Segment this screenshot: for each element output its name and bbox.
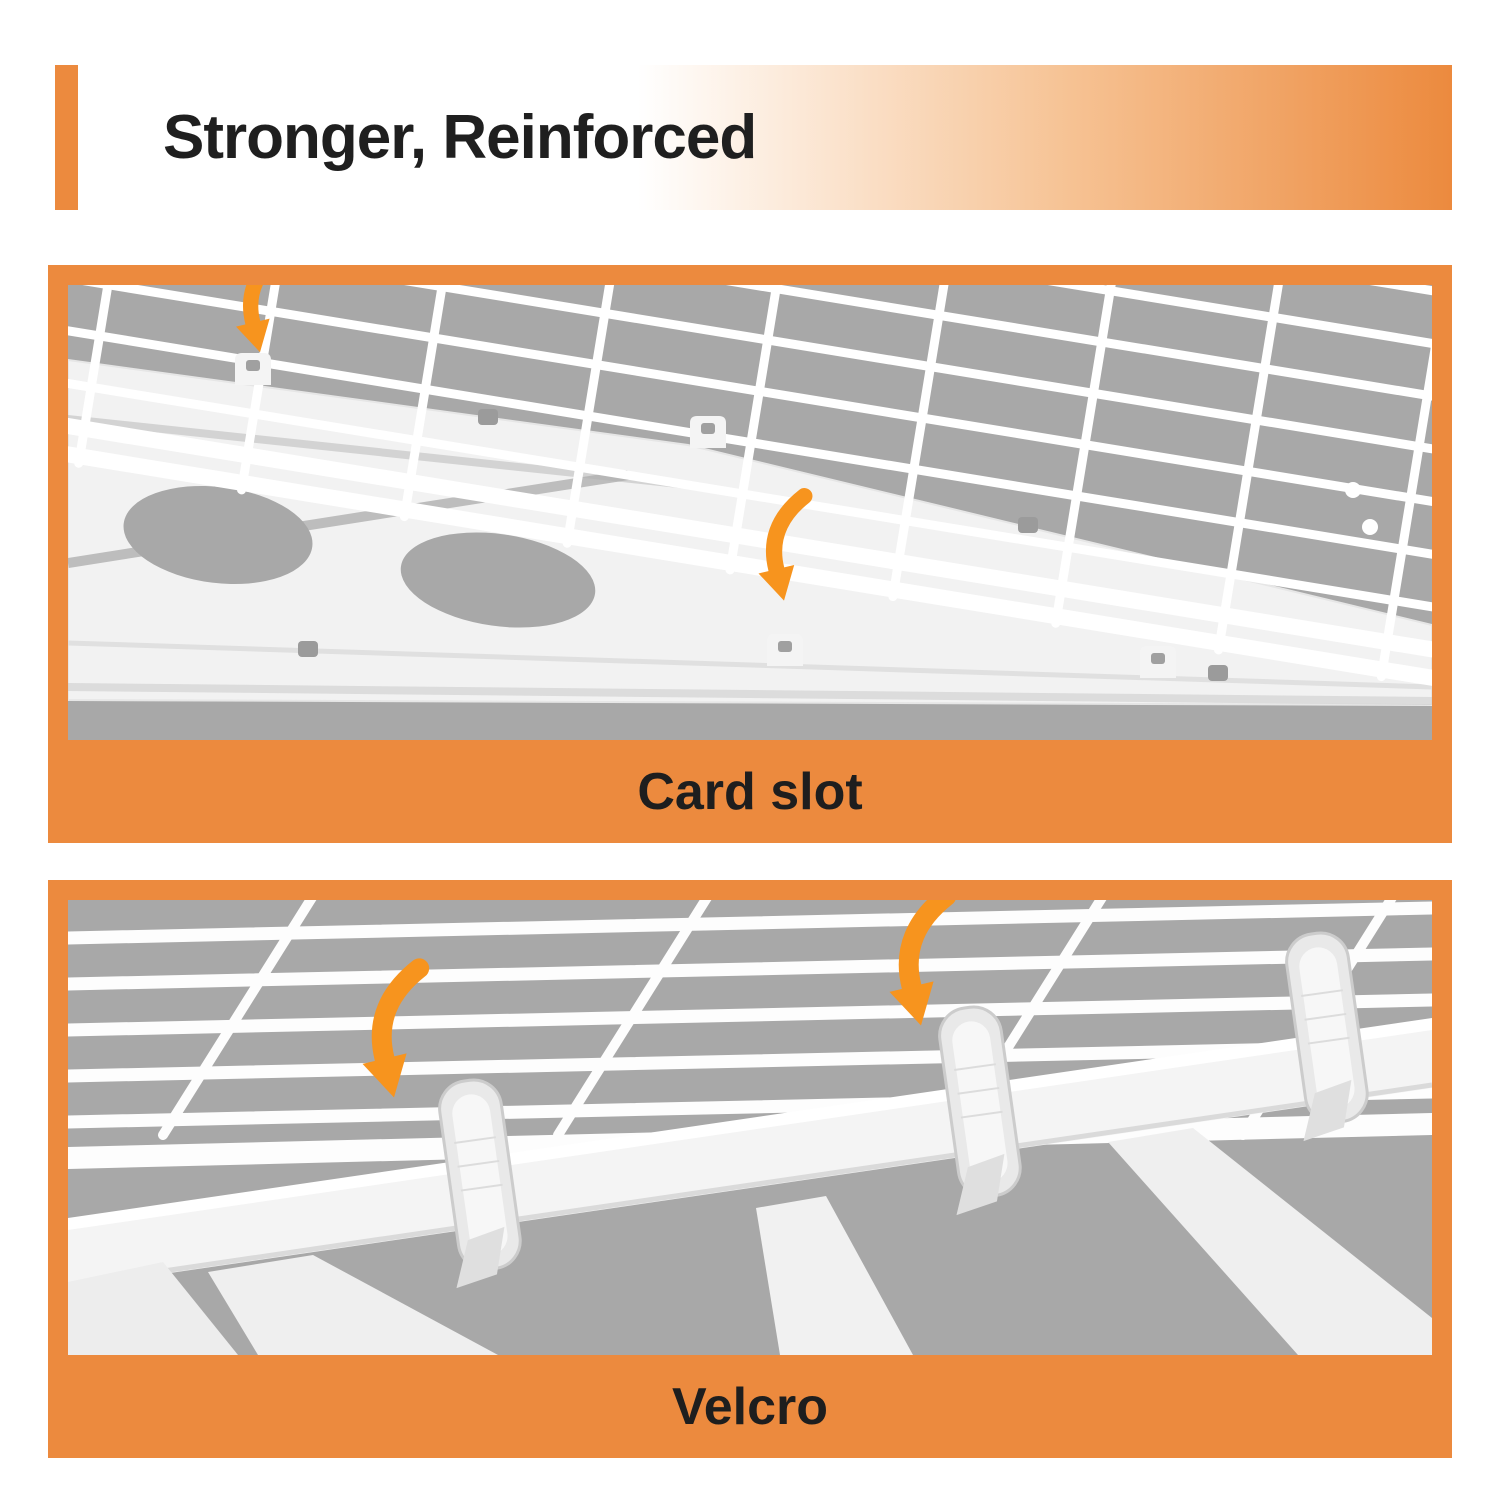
panel-caption-velcro: Velcro bbox=[671, 1377, 829, 1436]
feature-panel-card-slot: Card slot bbox=[48, 265, 1452, 843]
card-slot-tab bbox=[690, 416, 726, 448]
title-gradient-band: Stronger, Reinforced bbox=[95, 65, 1452, 210]
feature-panel-velcro: Velcro bbox=[48, 880, 1452, 1458]
wire-end-tip bbox=[1362, 519, 1378, 535]
card-slot-tab bbox=[767, 634, 803, 666]
card-slot-illustration bbox=[68, 285, 1432, 740]
wire-end-tip bbox=[1345, 482, 1361, 498]
card-slot-tab bbox=[235, 353, 271, 385]
wire-mesh-graphic bbox=[68, 285, 1432, 705]
velcro-illustration bbox=[68, 900, 1432, 1355]
card-slot-tab bbox=[1140, 646, 1176, 678]
header-accent-bar bbox=[55, 65, 78, 210]
panel-caption-card-slot: Card slot bbox=[637, 762, 863, 821]
hanger-plates-graphic bbox=[68, 1128, 1432, 1355]
hanger-beam-graphic bbox=[68, 1018, 1432, 1288]
page-title: Stronger, Reinforced bbox=[163, 103, 757, 172]
header: Stronger, Reinforced bbox=[55, 65, 1452, 210]
